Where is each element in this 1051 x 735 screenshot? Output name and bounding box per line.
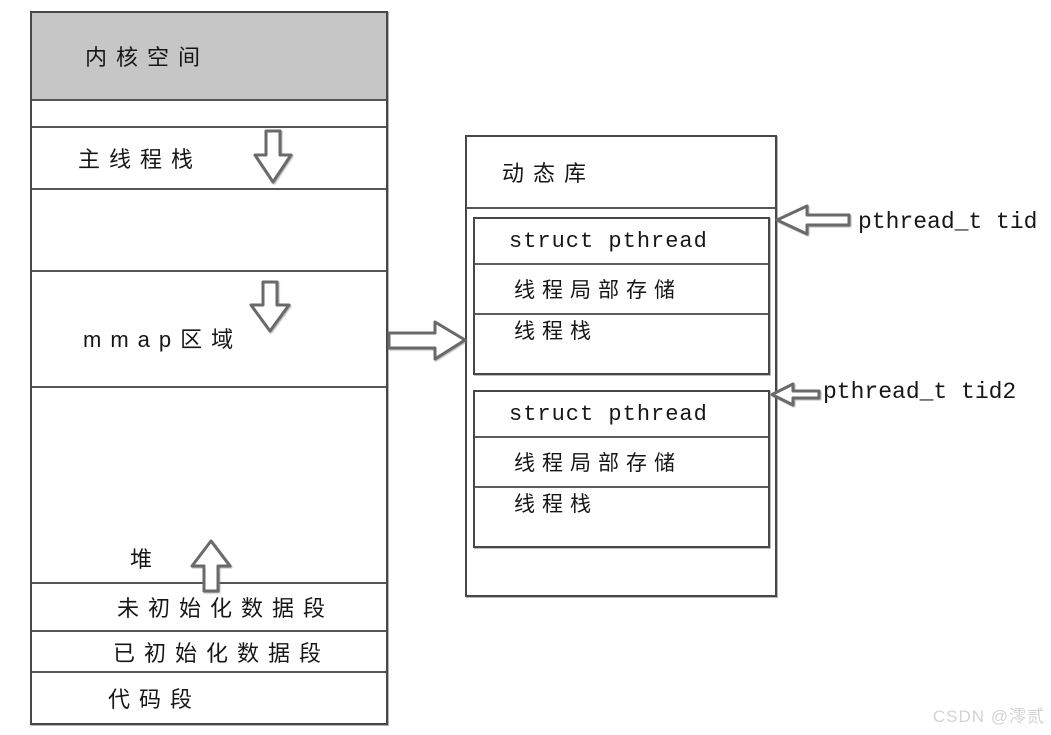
kernel-space-segment: 内核空间 (32, 13, 386, 101)
thread-stack-label: 线程栈 (514, 493, 598, 516)
thread-stack-row: 线程栈 (475, 315, 768, 345)
heap-up-arrow-icon (188, 538, 234, 593)
struct-pthread-row: struct pthread (475, 392, 768, 438)
gap-segment-top (32, 101, 386, 128)
thread-local-storage-row: 线程局部存储 (475, 265, 768, 315)
thread-block-2: struct pthread 线程局部存储 线程栈 (473, 390, 770, 548)
map-to-library-arrow-icon (387, 317, 467, 364)
main-stack-down-arrow-icon (252, 129, 294, 185)
dynamic-library-label: 动态库 (502, 161, 596, 186)
mmap-region-segment: mmap区域 (32, 272, 386, 388)
main-thread-stack-segment: 主线程栈 (32, 128, 386, 190)
uninitialized-data-segment: 未初始化数据段 (32, 584, 386, 632)
struct-pthread-row: struct pthread (475, 219, 768, 265)
mmap-down-arrow-icon (248, 280, 292, 334)
mmap-region-label: mmap区域 (83, 327, 243, 352)
main-thread-stack-label: 主线程栈 (78, 147, 203, 172)
thread-local-storage-label: 线程局部存储 (514, 279, 682, 302)
pthread-tid2-label: pthread_t tid2 (823, 379, 1017, 405)
uninitialized-data-label: 未初始化数据段 (117, 596, 335, 621)
thread-stack-row: 线程栈 (475, 488, 768, 518)
thread-local-storage-row: 线程局部存储 (475, 438, 768, 488)
kernel-space-label: 内核空间 (85, 45, 210, 70)
thread-stack-label: 线程栈 (514, 320, 598, 343)
code-segment: 代码段 (32, 673, 386, 723)
initialized-data-label: 已初始化数据段 (113, 640, 331, 666)
process-memory-box: 内核空间 主线程栈 mmap区域 堆 未初始化数据段 已初始化数据段 代码段 (30, 11, 388, 725)
watermark: CSDN @澪贰 (932, 707, 1045, 726)
heap-label: 堆 (130, 547, 162, 572)
code-segment-label: 代码段 (108, 687, 202, 712)
initialized-data-segment: 已初始化数据段 (32, 632, 386, 673)
pthread-tid-label: pthread_t tid (858, 209, 1038, 235)
dynamic-library-box: 动态库 struct pthread 线程局部存储 线程栈 struct pth… (465, 135, 777, 597)
tid-pointer-arrow-icon (773, 203, 851, 237)
thread-local-storage-label: 线程局部存储 (514, 452, 682, 475)
gap-segment-middle (32, 190, 386, 272)
thread-block-1: struct pthread 线程局部存储 线程栈 (473, 217, 770, 375)
tid2-pointer-arrow-icon (769, 381, 821, 408)
dynamic-library-header: 动态库 (467, 137, 775, 209)
